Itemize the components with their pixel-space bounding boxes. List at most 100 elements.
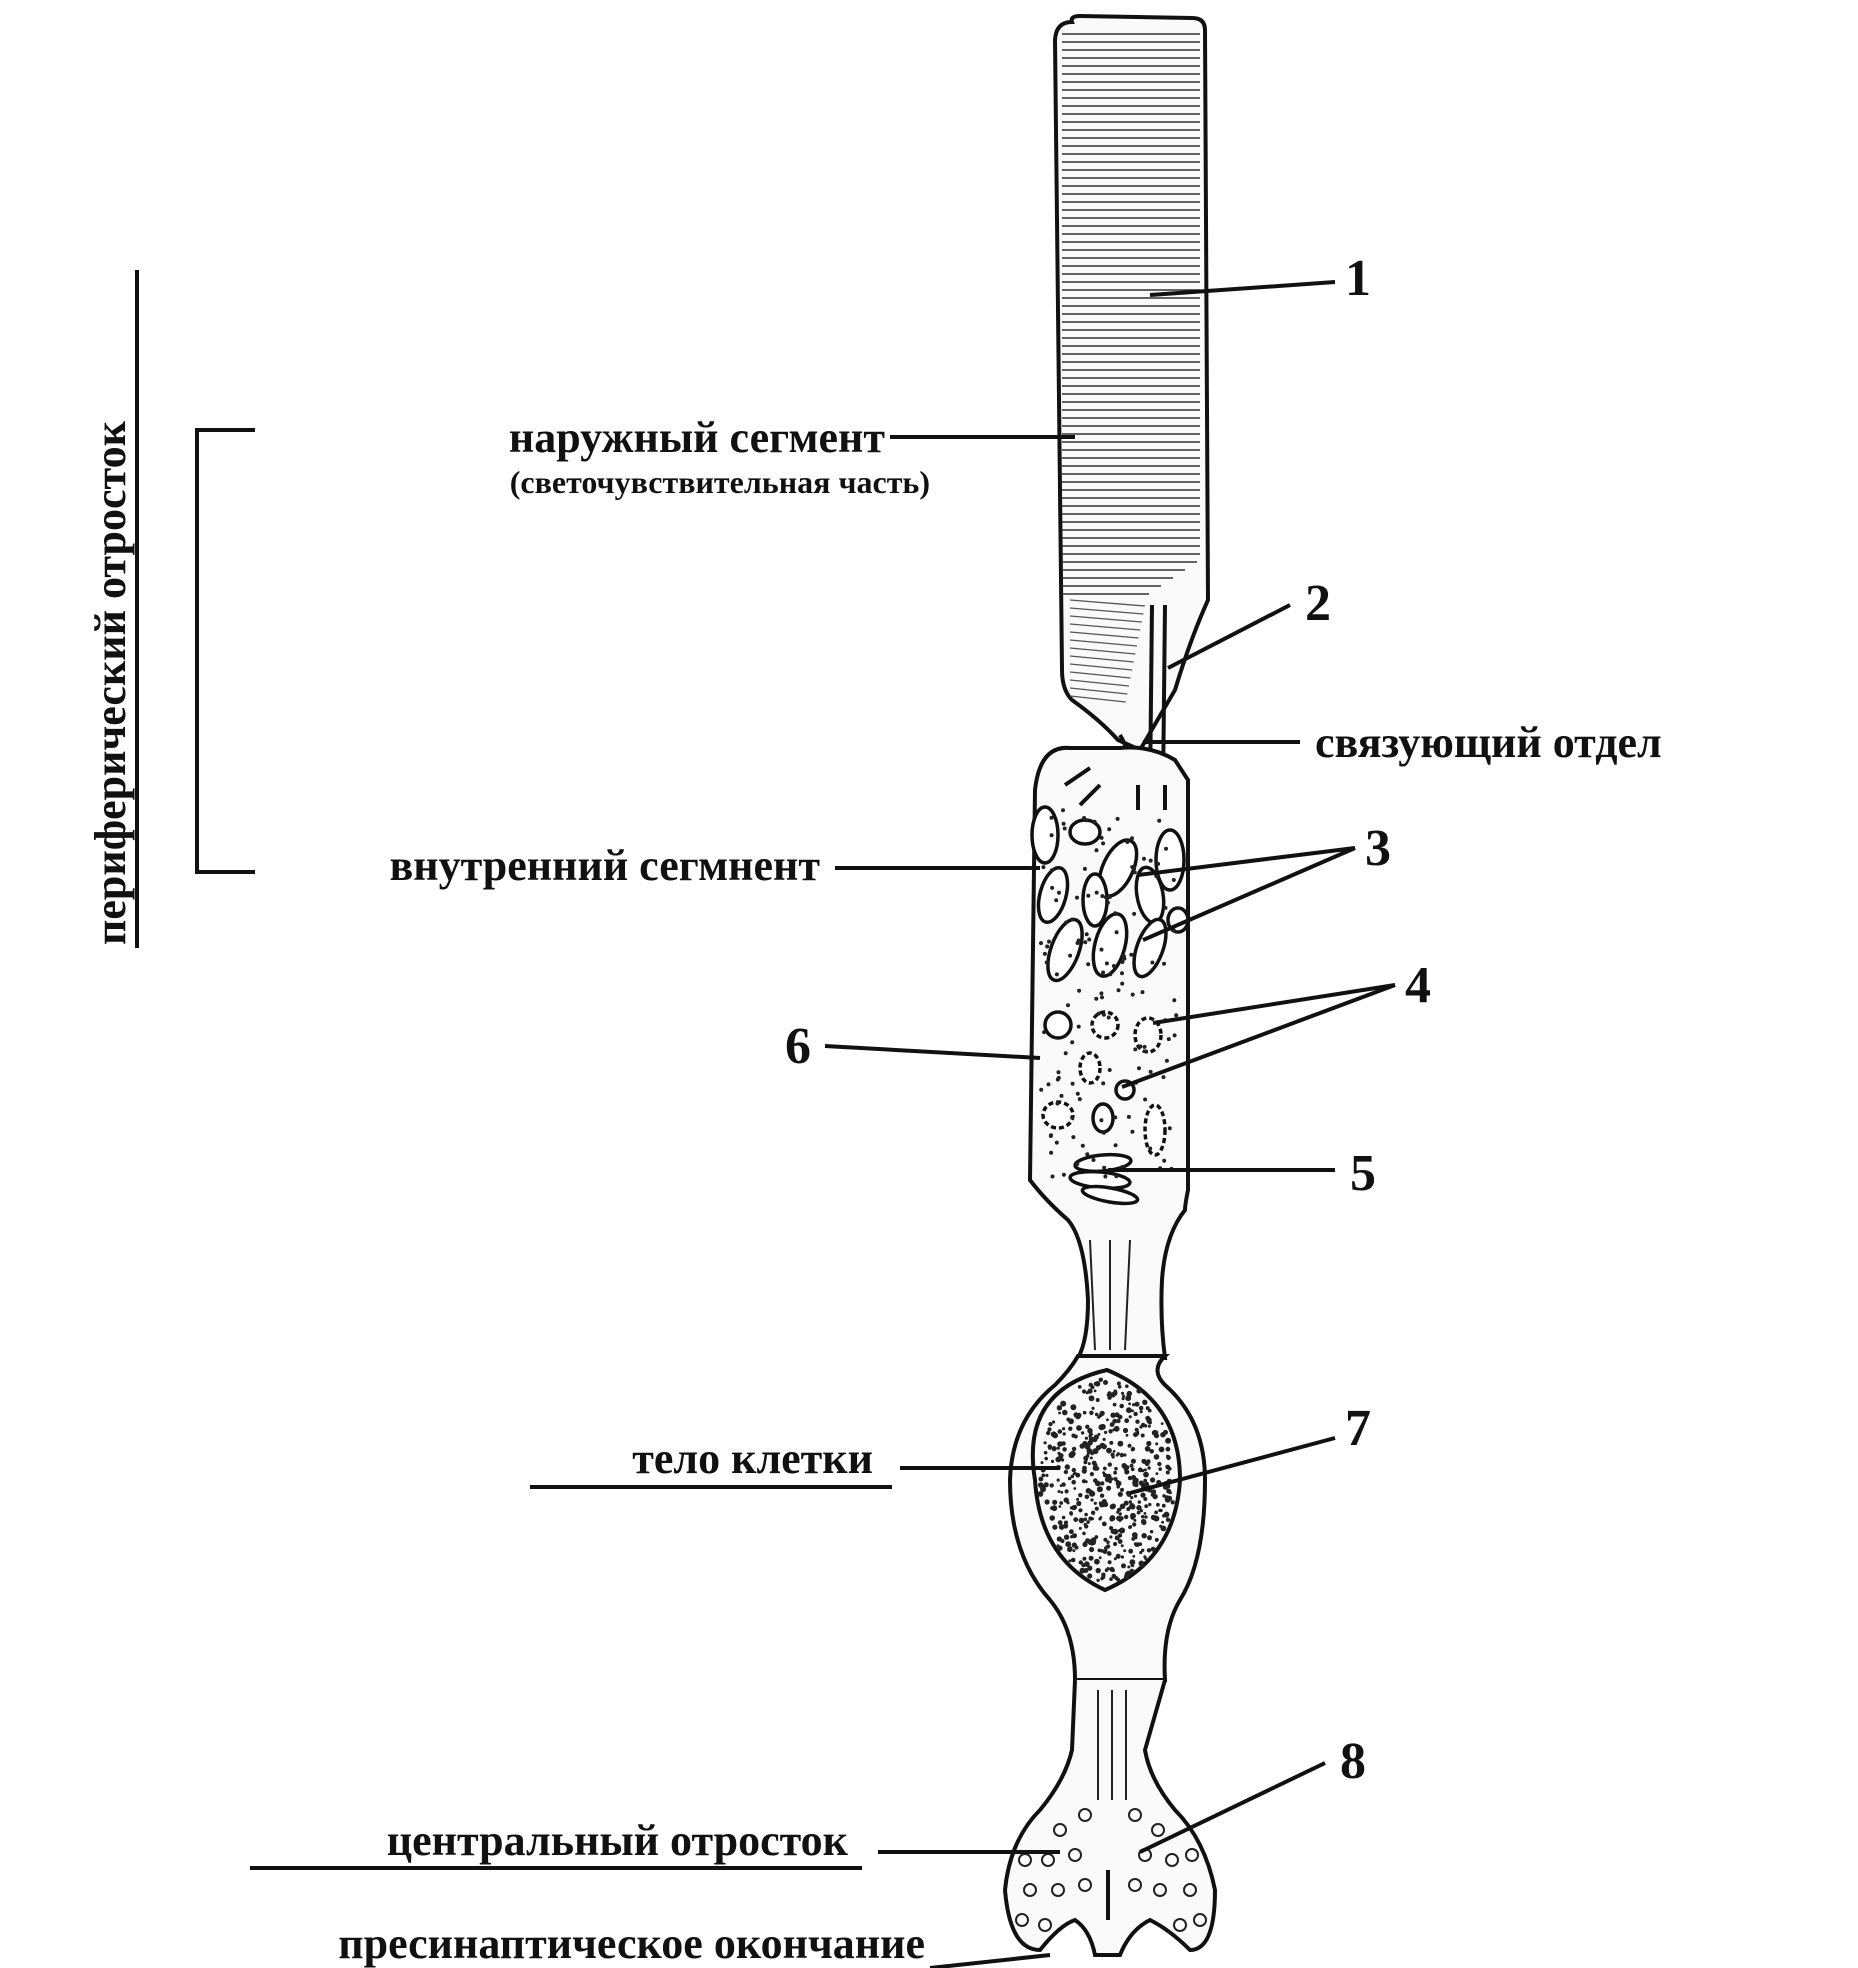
text-labels: периферический отросток наружный сегмент… <box>86 250 1662 1968</box>
chromatin-dot <box>1165 1437 1172 1444</box>
granule <box>1049 1150 1054 1155</box>
chromatin-dot <box>1052 1524 1058 1530</box>
chromatin-dot <box>1089 1546 1095 1553</box>
granule <box>1091 1158 1096 1162</box>
chromatin-dot <box>1085 1538 1091 1544</box>
chromatin-dot <box>1139 1425 1143 1429</box>
chromatin-dot <box>1098 1482 1101 1486</box>
chromatin-dot <box>1110 1529 1116 1534</box>
granule <box>1102 1165 1107 1170</box>
chromatin-dot <box>1120 1555 1124 1559</box>
chromatin-dot <box>1144 1504 1149 1509</box>
granule <box>1113 1115 1118 1120</box>
number-1: 1 <box>1345 250 1371 307</box>
chromatin-dot <box>1153 1433 1160 1439</box>
label-outer-segment-note: (светочувствительная часть) <box>510 464 930 500</box>
granule <box>1107 895 1112 899</box>
chromatin-dot <box>1104 1430 1108 1434</box>
chromatin-dot <box>1075 1472 1081 1478</box>
chromatin-dot <box>1117 1385 1122 1389</box>
chromatin-dot <box>1155 1442 1159 1446</box>
chromatin-dot <box>1088 1555 1094 1561</box>
chromatin-dot <box>1048 1422 1053 1427</box>
chromatin-dot <box>1084 1436 1088 1440</box>
label-cell-body: тело клетки <box>632 1434 873 1483</box>
chromatin-dot <box>1047 1427 1052 1432</box>
chromatin-dot <box>1081 1389 1087 1394</box>
chromatin-dot <box>1117 1491 1123 1497</box>
chromatin-dot <box>1132 1554 1136 1558</box>
granule <box>1101 1081 1106 1086</box>
label-inner-segment: внутренний сегмнент <box>390 841 821 890</box>
chromatin-dot <box>1088 1516 1093 1521</box>
chromatin-dot <box>1057 1520 1063 1525</box>
chromatin-dot <box>1123 1549 1127 1553</box>
chromatin-dot <box>1115 1453 1119 1457</box>
chromatin-dot <box>1109 1440 1114 1445</box>
chromatin-dot <box>1128 1525 1132 1529</box>
granule <box>1156 861 1161 866</box>
chromatin-dot <box>1083 1460 1088 1465</box>
chromatin-dot <box>1068 1452 1075 1459</box>
chromatin-dot <box>1124 1418 1130 1424</box>
chromatin-dot <box>1099 1442 1106 1449</box>
chromatin-dot <box>1136 1505 1142 1511</box>
granule <box>1100 995 1104 1000</box>
chromatin-dot <box>1116 1515 1122 1521</box>
chromatin-dot <box>1126 1390 1133 1397</box>
chromatin-dot <box>1097 1415 1101 1419</box>
granule <box>1084 932 1089 937</box>
chromatin-dot <box>1094 1381 1101 1387</box>
chromatin-dot <box>1094 1412 1099 1417</box>
label-presynaptic-ending: пресинаптическое окончание <box>338 1919 925 1968</box>
granule <box>1114 1174 1119 1179</box>
granule <box>1144 1049 1149 1054</box>
chromatin-dot <box>1127 1443 1132 1448</box>
chromatin-dot <box>1073 1434 1078 1439</box>
chromatin-dot <box>1076 1500 1082 1507</box>
granule <box>1114 930 1119 935</box>
granule <box>1061 1172 1066 1177</box>
vesicle <box>1015 1913 1029 1927</box>
chromatin-dot <box>1145 1406 1150 1411</box>
chromatin-dot <box>1158 1467 1162 1471</box>
number-3: 3 <box>1365 820 1391 877</box>
chromatin-dot <box>1058 1411 1061 1415</box>
chromatin-dot <box>1111 1573 1117 1579</box>
chromatin-dot <box>1048 1446 1052 1450</box>
granule <box>1130 1129 1135 1134</box>
granule <box>1101 970 1106 975</box>
chromatin-dot <box>1113 1470 1117 1475</box>
chromatin-dot <box>1082 1531 1086 1536</box>
chromatin-dot <box>1102 1437 1106 1441</box>
chromatin-dot <box>1076 1497 1080 1501</box>
chromatin-dot <box>1071 1467 1077 1473</box>
number-4: 4 <box>1405 957 1431 1014</box>
granule <box>1055 1101 1060 1106</box>
granule <box>1107 1068 1112 1072</box>
granule <box>1162 1158 1167 1163</box>
chromatin-dot <box>1105 1544 1111 1549</box>
granule <box>1049 868 1054 873</box>
chromatin-dot <box>1140 1433 1145 1438</box>
granule <box>1171 878 1176 882</box>
chromatin-dot <box>1163 1429 1168 1435</box>
chromatin-dot <box>1061 1515 1066 1520</box>
chromatin-dot <box>1056 1405 1063 1411</box>
chromatin-dot <box>1141 1515 1145 1519</box>
chromatin-dot <box>1089 1472 1094 1477</box>
chromatin-dot <box>1126 1407 1132 1414</box>
granule <box>1130 836 1134 841</box>
chromatin-dot <box>1124 1514 1129 1520</box>
chromatin-dot <box>1130 1515 1135 1520</box>
chromatin-dot <box>1107 1462 1113 1467</box>
granule <box>1063 1051 1068 1056</box>
granule <box>1104 961 1109 966</box>
chromatin-dot <box>1117 1440 1124 1447</box>
chromatin-dot <box>1057 1490 1061 1493</box>
chromatin-dot <box>1141 1459 1146 1463</box>
chromatin-dot <box>1139 1509 1143 1513</box>
chromatin-dot <box>1120 1544 1124 1548</box>
chromatin-dot <box>1144 1557 1148 1561</box>
